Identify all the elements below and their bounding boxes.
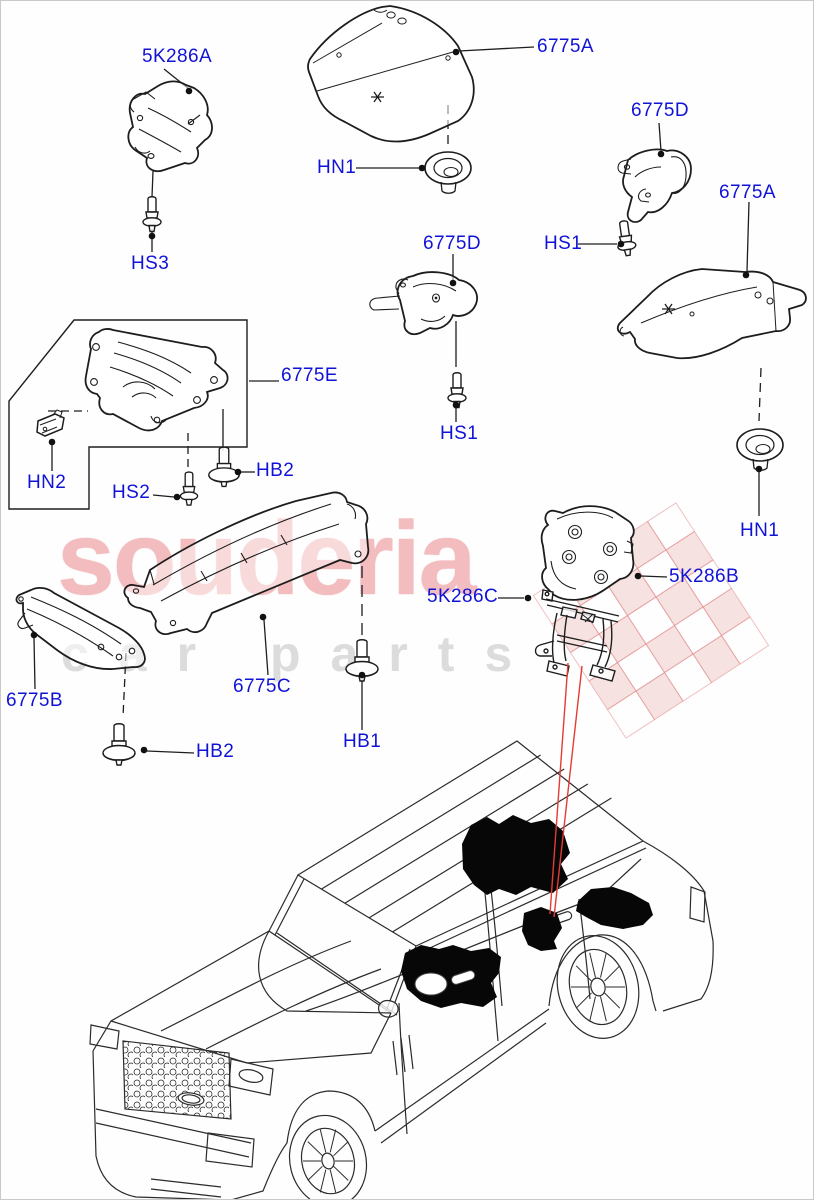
part-label-5k286c: 5K286C	[427, 586, 499, 607]
part-5k286c-bracket	[534, 589, 620, 682]
leader-lines	[33, 46, 762, 754]
part-label-6775b: 6775B	[6, 690, 63, 711]
grommet-hn1-top	[424, 151, 472, 195]
part-6775a-plate-right	[616, 268, 807, 360]
screw-hs3	[142, 196, 162, 233]
bolt-hb2-bottom	[102, 723, 136, 766]
part-label-6775e: 6775E	[281, 365, 338, 386]
part-label-5k286b: 5K286B	[669, 566, 740, 587]
vehicle-illustration	[89, 740, 714, 1199]
part-6775d-bracket-middle	[369, 271, 478, 335]
part-label-hn1-right: HN1	[740, 520, 780, 541]
red-locator-lines	[549, 662, 583, 918]
leader-dots	[30, 48, 763, 754]
part-label-6775d-right: 6775D	[631, 100, 689, 121]
part-5k286a-shield	[127, 80, 213, 172]
part-5k286b-shield	[540, 505, 635, 601]
part-label-hs1-middle: HS1	[440, 423, 479, 444]
part-label-6775a-right: 6775A	[719, 182, 776, 203]
part-label-6775d-middle: 6775D	[423, 233, 481, 254]
part-label-5k286a: 5K286A	[142, 46, 213, 67]
part-label-6775c: 6775C	[233, 676, 291, 697]
part-label-hn1-top: HN1	[317, 157, 357, 178]
part-6775b-shield	[15, 586, 146, 670]
part-6775a-plate-top	[307, 5, 475, 143]
grommet-hn1-right	[736, 428, 784, 472]
part-label-6775a-top: 6775A	[537, 36, 594, 57]
screw-hs2	[179, 471, 199, 506]
part-6775c-shield	[123, 491, 370, 635]
watermark-text: souderia	[57, 507, 476, 611]
clip-hn2	[36, 409, 65, 437]
part-label-hs3: HS3	[131, 253, 170, 274]
part-label-hb2-box: HB2	[256, 460, 295, 481]
part-label-hn2: HN2	[27, 472, 67, 493]
bolt-hb2-box	[208, 446, 240, 488]
part-label-hb1: HB1	[343, 731, 382, 752]
group-box-6775e	[8, 319, 248, 510]
interior-shield-silhouettes	[401, 815, 653, 1008]
part-label-hs1-right: HS1	[544, 233, 583, 254]
part-6775d-bracket-right	[617, 148, 692, 223]
screw-hs1-right	[613, 219, 638, 258]
part-label-hs2: HS2	[112, 482, 151, 503]
part-6775e-plate	[84, 328, 229, 432]
part-label-hb2-bottom: HB2	[196, 741, 235, 762]
